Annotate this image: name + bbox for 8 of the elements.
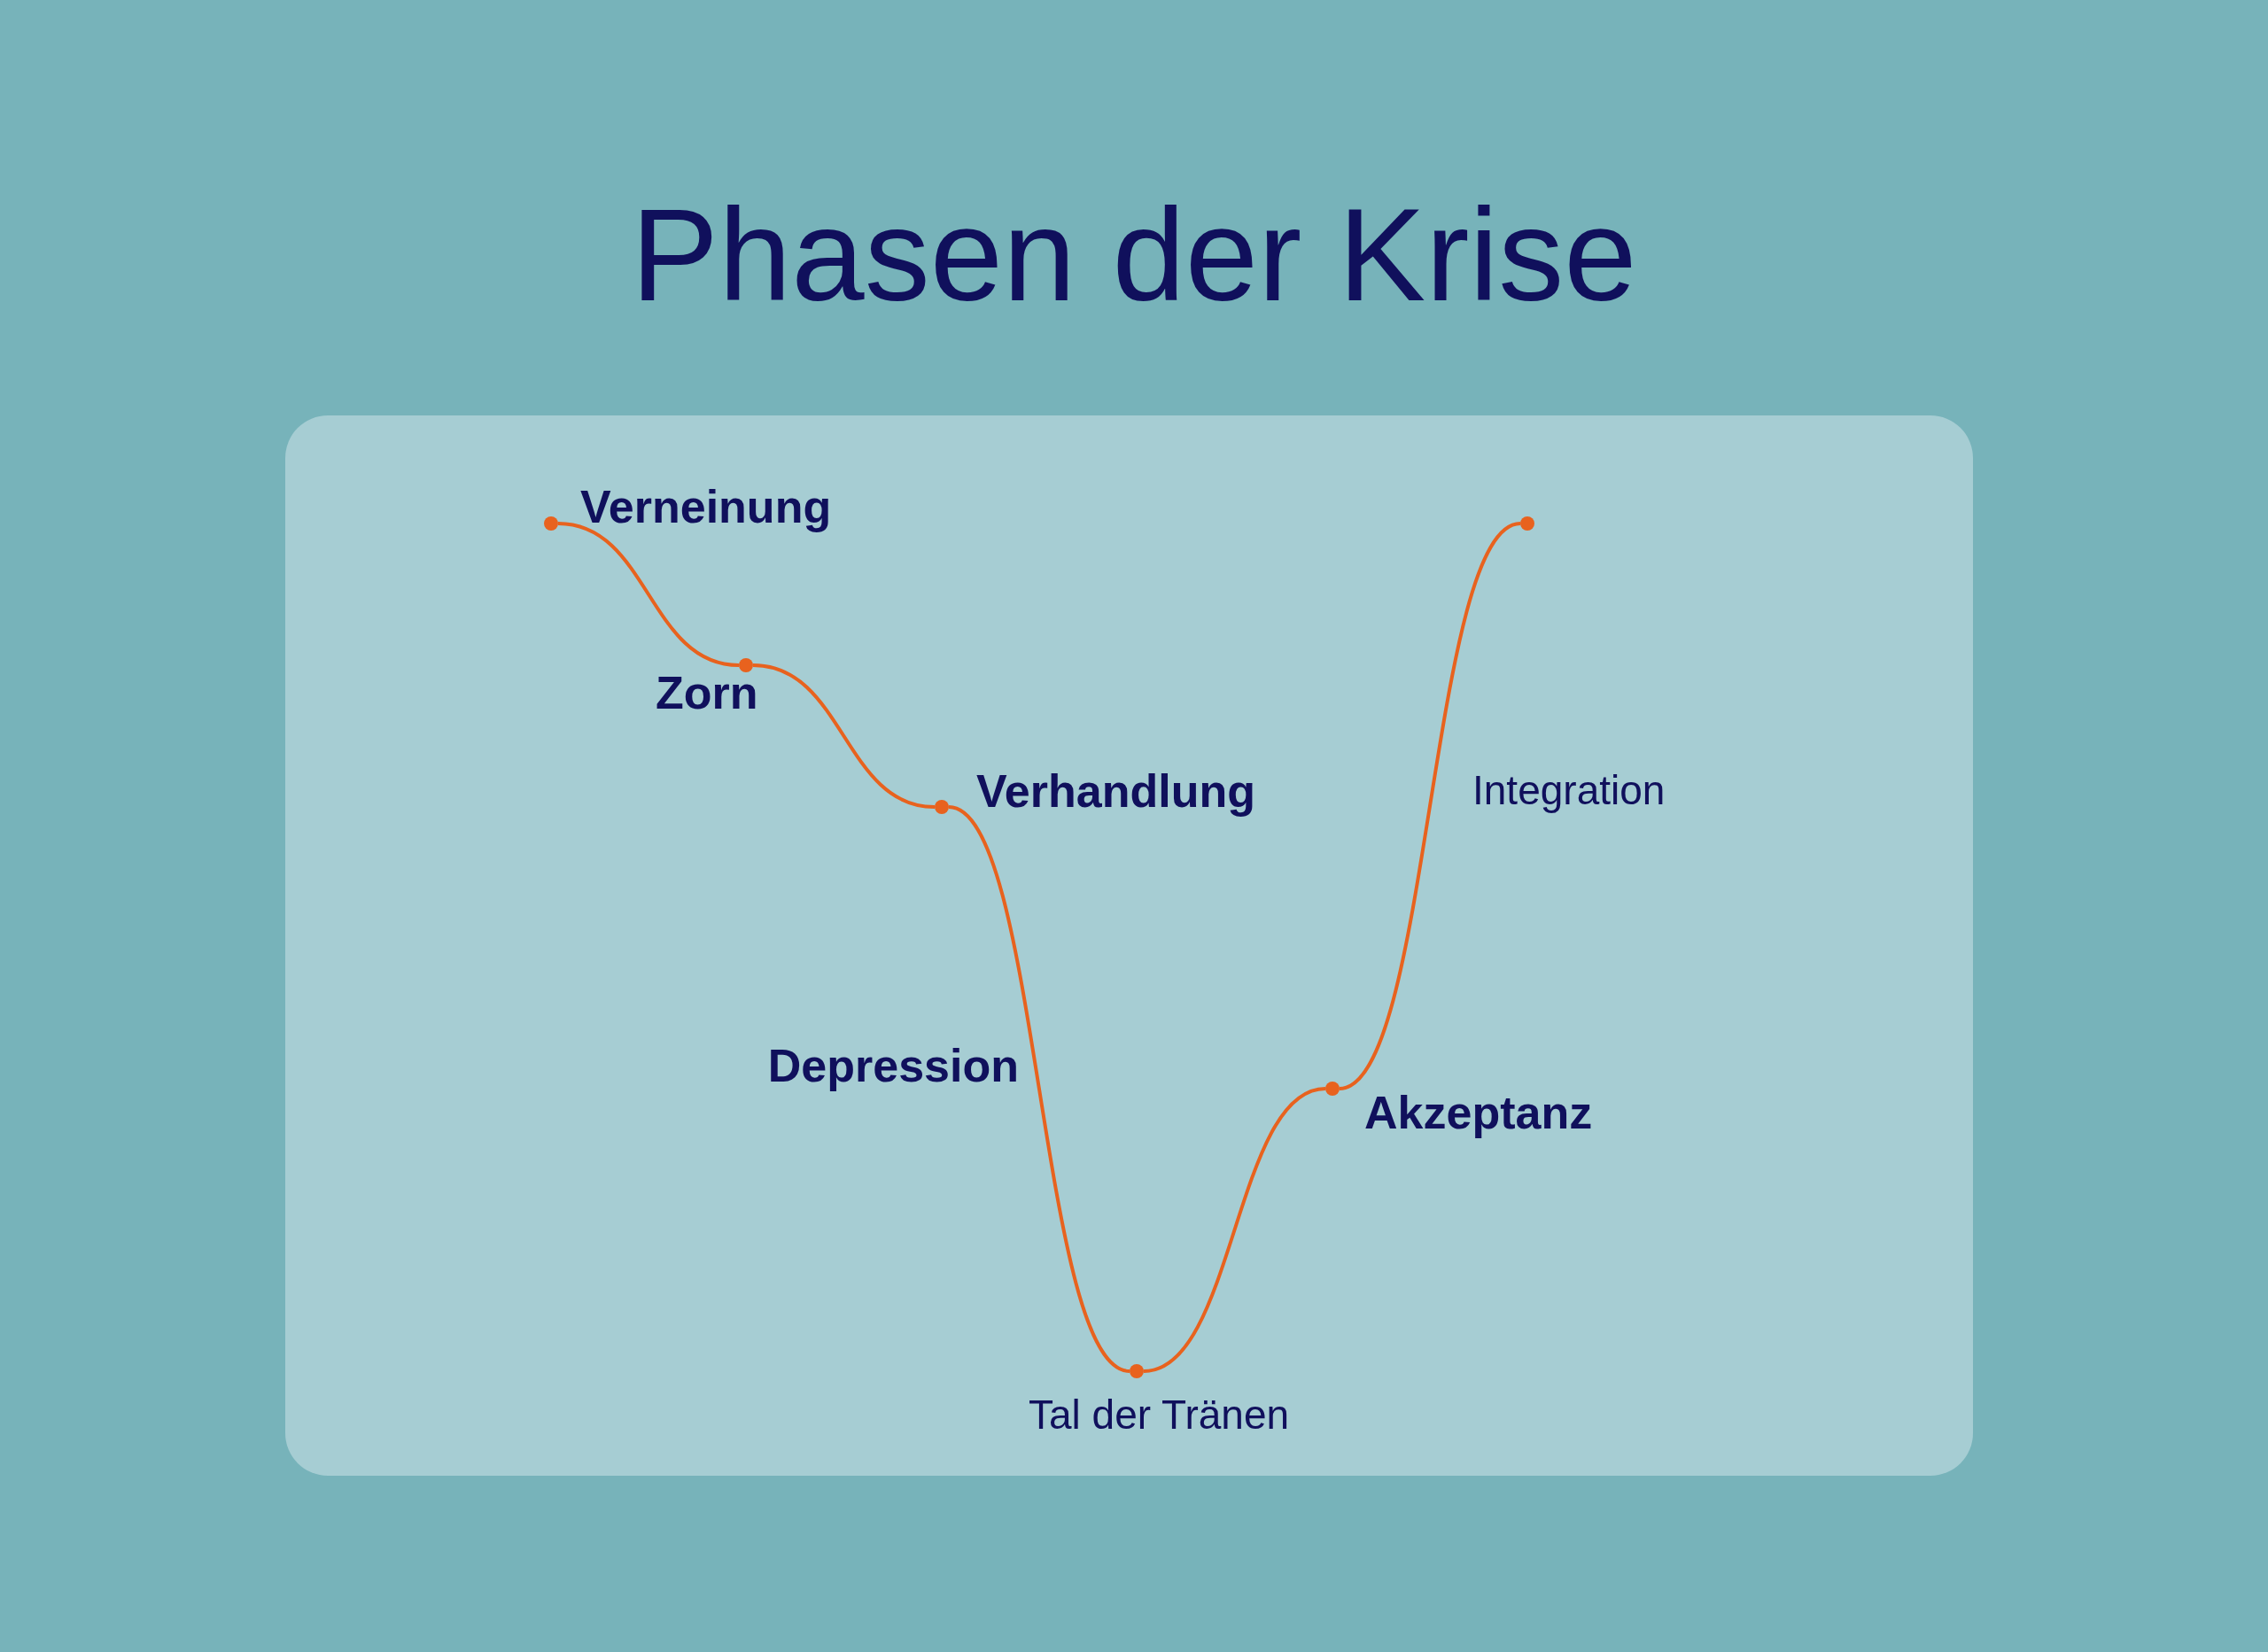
curve-line bbox=[1339, 522, 1521, 1090]
diagram-title: Phasen der Krise bbox=[631, 190, 1637, 321]
curve-line bbox=[752, 663, 936, 809]
curve-line bbox=[1143, 1087, 1326, 1373]
phase-label: Tal der Tränen bbox=[1029, 1394, 1290, 1435]
curve-line bbox=[948, 805, 1130, 1373]
phase-label: Zorn bbox=[656, 670, 758, 716]
curve-line bbox=[557, 522, 740, 667]
